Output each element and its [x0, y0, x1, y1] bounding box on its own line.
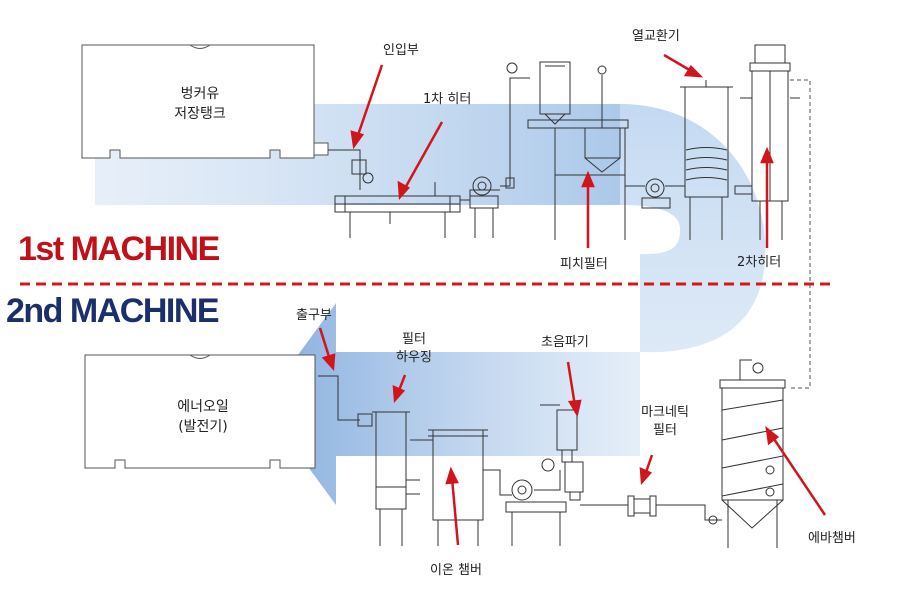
inlet-arrow — [350, 64, 384, 150]
filter-housing-label: 필터 하우징 — [396, 332, 432, 365]
return-pipe — [790, 79, 811, 389]
outlet-arrow — [318, 327, 336, 372]
flow-arrow-curve — [620, 104, 766, 353]
flow-arrow — [95, 104, 766, 505]
pitch-filter-label: 피치필터 — [560, 257, 608, 272]
evap-chamber-drawing — [719, 359, 786, 548]
heater2-arrow — [760, 146, 774, 248]
output-tank-label: 에너오일 (발전기) — [177, 399, 229, 435]
outlet-label: 출구부 — [296, 308, 332, 323]
magnetic-filter-drawing — [580, 495, 722, 525]
magnetic-filter-label: 마크네틱 필터 — [641, 405, 689, 438]
ion-chamber-arrow — [445, 466, 460, 546]
storage-tank-label: 벙커유 저장탱크 — [174, 86, 226, 122]
machine2-equipment — [318, 359, 786, 548]
ultrasonic-drawing — [540, 404, 584, 501]
heater1-label: 1차 히터 — [423, 92, 472, 107]
storage-tank-shape — [81, 44, 329, 159]
heater1-arrow — [397, 121, 444, 201]
pump2-drawing — [625, 178, 685, 209]
ion-chamber-drawing — [410, 429, 512, 546]
flow-arrow-bottom — [262, 303, 640, 505]
heater1-drawing — [334, 182, 500, 238]
heat-exchanger-arrow — [663, 53, 704, 78]
filter-housing-arrow — [392, 374, 407, 404]
ultrasonic-label: 초음파기 — [541, 335, 589, 350]
pump3-drawing — [505, 458, 567, 546]
machine2-title: 2nd MACHINE — [6, 292, 220, 330]
heat-exchanger-label: 열교환기 — [632, 29, 680, 44]
ultrasonic-arrow — [566, 361, 582, 418]
ion-chamber-label: 이온 챔버 — [430, 563, 482, 578]
pump1-drawing — [469, 176, 499, 238]
pitch-filter-arrow — [581, 170, 595, 248]
heater2-label: 2차히터 — [737, 255, 782, 270]
filter-housing-drawing — [372, 411, 420, 546]
heater2-drawing — [734, 44, 800, 240]
pitch-filter-drawing — [506, 61, 629, 240]
machine1-title: 1st MACHINE — [18, 230, 220, 268]
evap-chamber-arrow — [765, 426, 827, 516]
pointer-arrows — [318, 53, 827, 546]
heat-exchanger-drawing — [680, 80, 733, 240]
magnetic-filter-arrow — [639, 454, 654, 486]
inlet-label: 인입부 — [383, 43, 419, 58]
evap-chamber-label: 에바챔버 — [808, 531, 856, 546]
output-tank-shape — [84, 354, 316, 469]
machine1-equipment — [328, 44, 800, 240]
